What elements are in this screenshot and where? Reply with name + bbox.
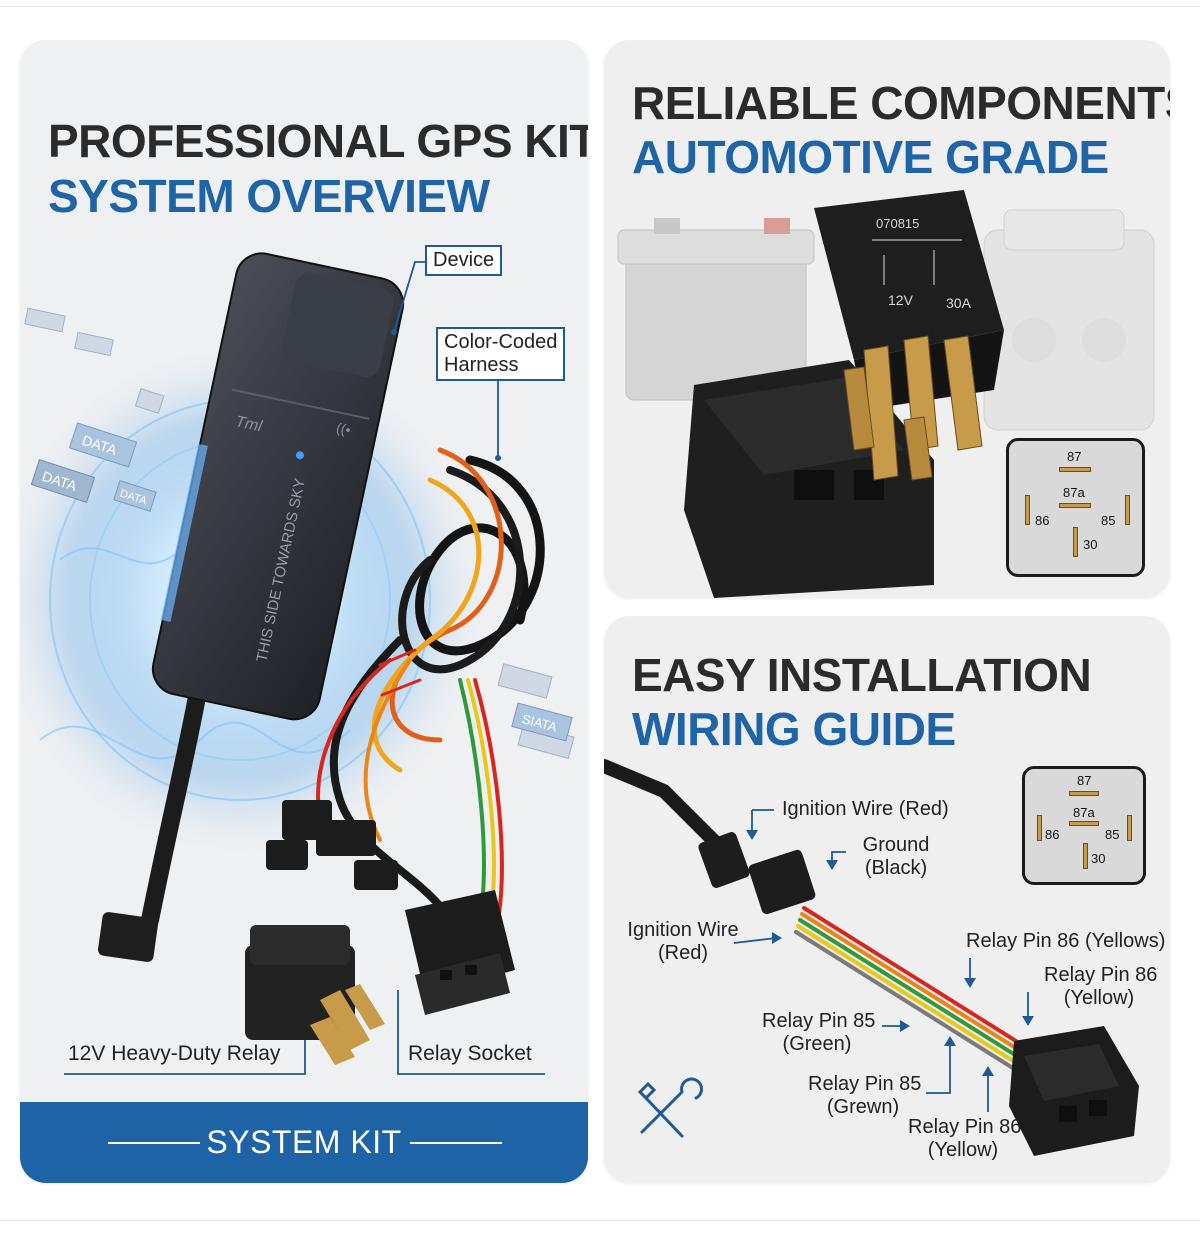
relay-label: 12V Heavy-Duty Relay — [68, 1042, 281, 1065]
pin85-green-line1: Relay Pin 85 — [762, 1010, 876, 1032]
pin-30-label: 30 — [1091, 851, 1106, 866]
pin-87-bar — [1069, 791, 1099, 796]
pin-30-bar — [1083, 843, 1088, 869]
system-kit-text: SYSTEM KIT — [206, 1124, 402, 1160]
pin86-yellow-b-line2: (Yellow) — [927, 1139, 999, 1161]
pin86-yellow-a-label: Relay Pin 86 (Yellow) — [1044, 964, 1158, 1010]
frame-top-line — [0, 6, 1200, 7]
ign-red-left-label: Ignition Wire (Red) — [624, 919, 742, 965]
bar-line-right — [410, 1142, 502, 1144]
pin-85-label: 85 — [1101, 513, 1116, 528]
relay-voltage: 12V — [888, 292, 914, 308]
relay-amperage: 30A — [946, 295, 972, 311]
device-callout: Device — [425, 245, 503, 276]
pin85-grewn-line1: Relay Pin 85 — [808, 1073, 922, 1095]
pin-86-label: 86 — [1045, 827, 1060, 842]
pin85-grewn-label: Relay Pin 85 (Grewn) — [808, 1073, 922, 1119]
relay-illustration: 070815 12V 30A — [814, 190, 1004, 481]
pin-85-bar — [1125, 495, 1130, 525]
pin-86-bar — [1037, 815, 1042, 841]
battery-illustration — [617, 218, 815, 401]
pin86-yellow-a-line2: (Yellow) — [1063, 987, 1135, 1009]
system-kit-bar: SYSTEM KIT — [20, 1102, 588, 1183]
pin-85-label: 85 — [1105, 827, 1120, 842]
ground-label: Ground (Black) — [856, 834, 936, 880]
gps-kit-illustration: DATA DATA DATA SIATA — [20, 252, 575, 1075]
pin85-green-line2: (Green) — [782, 1033, 852, 1055]
panel-title-line1: EASY INSTALLATION — [632, 649, 1092, 701]
engine-illustration — [983, 209, 1155, 431]
pin-87-label: 87 — [1067, 449, 1082, 464]
pin-86-bar — [1025, 495, 1030, 525]
panel-title-line2: WIRING GUIDE — [632, 703, 956, 755]
ign-red-left-line1: Ignition Wire — [627, 919, 739, 941]
harness-callout-line2: Harness — [444, 354, 519, 376]
gps-device: Tml ((• THIS SIDE TOWARDS SKY — [151, 252, 405, 721]
pin-85-bar — [1127, 815, 1132, 841]
relay-socket-illustration — [405, 890, 515, 1015]
pin-diagram: 87 87a 86 85 30 — [1022, 766, 1146, 885]
relay-illustration — [245, 925, 385, 1065]
pin-87a-label: 87a — [1073, 805, 1095, 820]
socket-label: Relay Socket — [408, 1042, 532, 1065]
ground-label-line2: (Black) — [864, 857, 928, 879]
components-panel: RELIABLE COMPONENTS AUTOMOTIVE GRADE — [604, 40, 1170, 598]
frame-bottom-line — [0, 1220, 1200, 1221]
pin85-green-label: Relay Pin 85 (Green) — [762, 1010, 876, 1056]
device-logo: Tml — [234, 413, 264, 435]
wiring-guide-panel: EASY INSTALLATION WIRING GUIDE — [604, 616, 1170, 1183]
pin86-yellows-label: Relay Pin 86 (Yellows) — [966, 930, 1166, 952]
pin86-yellow-a-line1: Relay Pin 86 — [1044, 964, 1158, 986]
panel-title-line2: AUTOMOTIVE GRADE — [632, 131, 1109, 183]
wiring-illustration — [604, 759, 1139, 1156]
pin-87-label: 87 — [1077, 773, 1092, 788]
pin-87a-bar — [1069, 821, 1099, 826]
harness-callout: Color-Coded Harness — [436, 327, 566, 381]
tools-icon — [637, 1077, 704, 1138]
pin-30-label: 30 — [1083, 537, 1098, 552]
bar-line-left — [108, 1142, 200, 1144]
pin-30-bar — [1073, 527, 1078, 557]
pin-87-bar — [1059, 467, 1091, 472]
ign-red-left-line2: (Red) — [657, 942, 708, 964]
panel-title-line1: PROFESSIONAL GPS KIT — [48, 115, 588, 167]
pin-87a-bar — [1059, 503, 1091, 508]
pin86-yellow-b-line1: Relay Pin 86 — [908, 1116, 1022, 1138]
relay-components-illustration: 070815 12V 30A — [617, 190, 1155, 598]
pin86-yellow-b-label: Relay Pin 86 (Yellow) — [908, 1116, 1022, 1162]
panel-title-line1: RELIABLE COMPONENTS — [632, 77, 1170, 129]
pin-diagram: 87 87a 86 85 30 — [1006, 438, 1145, 577]
pin-86-label: 86 — [1035, 513, 1050, 528]
relay-socket-illustration — [1009, 1026, 1139, 1156]
pin-87a-label: 87a — [1063, 485, 1085, 500]
pin85-grewn-line2: (Grewn) — [826, 1096, 900, 1118]
ign-red-top-label: Ignition Wire (Red) — [782, 798, 949, 820]
relay-code: 070815 — [876, 216, 919, 231]
svg-text:((•: ((• — [335, 419, 352, 438]
ground-label-line1: Ground — [862, 834, 930, 856]
system-overview-panel: PROFESSIONAL GPS KIT SYSTEM OVERVIEW — [20, 40, 588, 1183]
harness-callout-line1: Color-Coded — [444, 331, 558, 353]
panel-title-line2: SYSTEM OVERVIEW — [48, 170, 490, 222]
